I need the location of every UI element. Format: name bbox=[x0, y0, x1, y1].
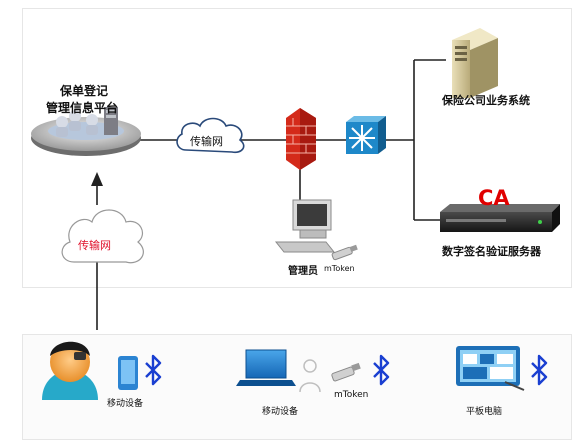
firewall-icon bbox=[286, 108, 316, 170]
platform-title-line1: 保单登记 bbox=[60, 84, 109, 98]
person-outline-icon bbox=[299, 359, 321, 393]
bluetooth-icon bbox=[531, 354, 548, 386]
network-cloud-top-label: 传输网 bbox=[190, 135, 223, 148]
tablet-label: 平板电脑 bbox=[466, 407, 503, 417]
network-cloud-left-icon bbox=[61, 209, 144, 264]
switch-icon bbox=[346, 116, 386, 154]
admin-label: 管理员 bbox=[288, 266, 318, 277]
platform-icon bbox=[31, 107, 141, 156]
user-avatar-icon bbox=[42, 341, 98, 400]
ca-server-label: 数字签名验证服务器 bbox=[442, 245, 541, 258]
device-token-label: mToken bbox=[334, 390, 369, 400]
network-cloud-left-label: 传输网 bbox=[78, 239, 111, 252]
usb-token-device-icon bbox=[331, 362, 361, 382]
workstation-icon bbox=[274, 199, 336, 253]
mobile-phone-icon bbox=[118, 356, 138, 390]
connection-lines bbox=[96, 59, 446, 330]
laptop-icon bbox=[236, 349, 296, 386]
server-tower-icon bbox=[452, 28, 498, 98]
network-cloud-top-icon bbox=[176, 117, 245, 154]
rack-server-icon bbox=[440, 204, 560, 232]
platform-title-line2: 管理信息平台 bbox=[46, 101, 119, 115]
insurer-system-label: 保险公司业务系统 bbox=[442, 94, 530, 107]
ca-logo-text: CA bbox=[478, 186, 510, 210]
bluetooth-icon bbox=[373, 354, 390, 386]
arrow-up-icon bbox=[91, 172, 103, 186]
admin-token-label: mToken bbox=[324, 264, 355, 273]
usb-token-icon bbox=[331, 244, 358, 261]
laptop-device-label: 移动设备 bbox=[262, 407, 299, 417]
bluetooth-icon bbox=[145, 354, 162, 386]
user-device-label: 移动设备 bbox=[107, 399, 144, 409]
tablet-icon bbox=[456, 346, 525, 391]
